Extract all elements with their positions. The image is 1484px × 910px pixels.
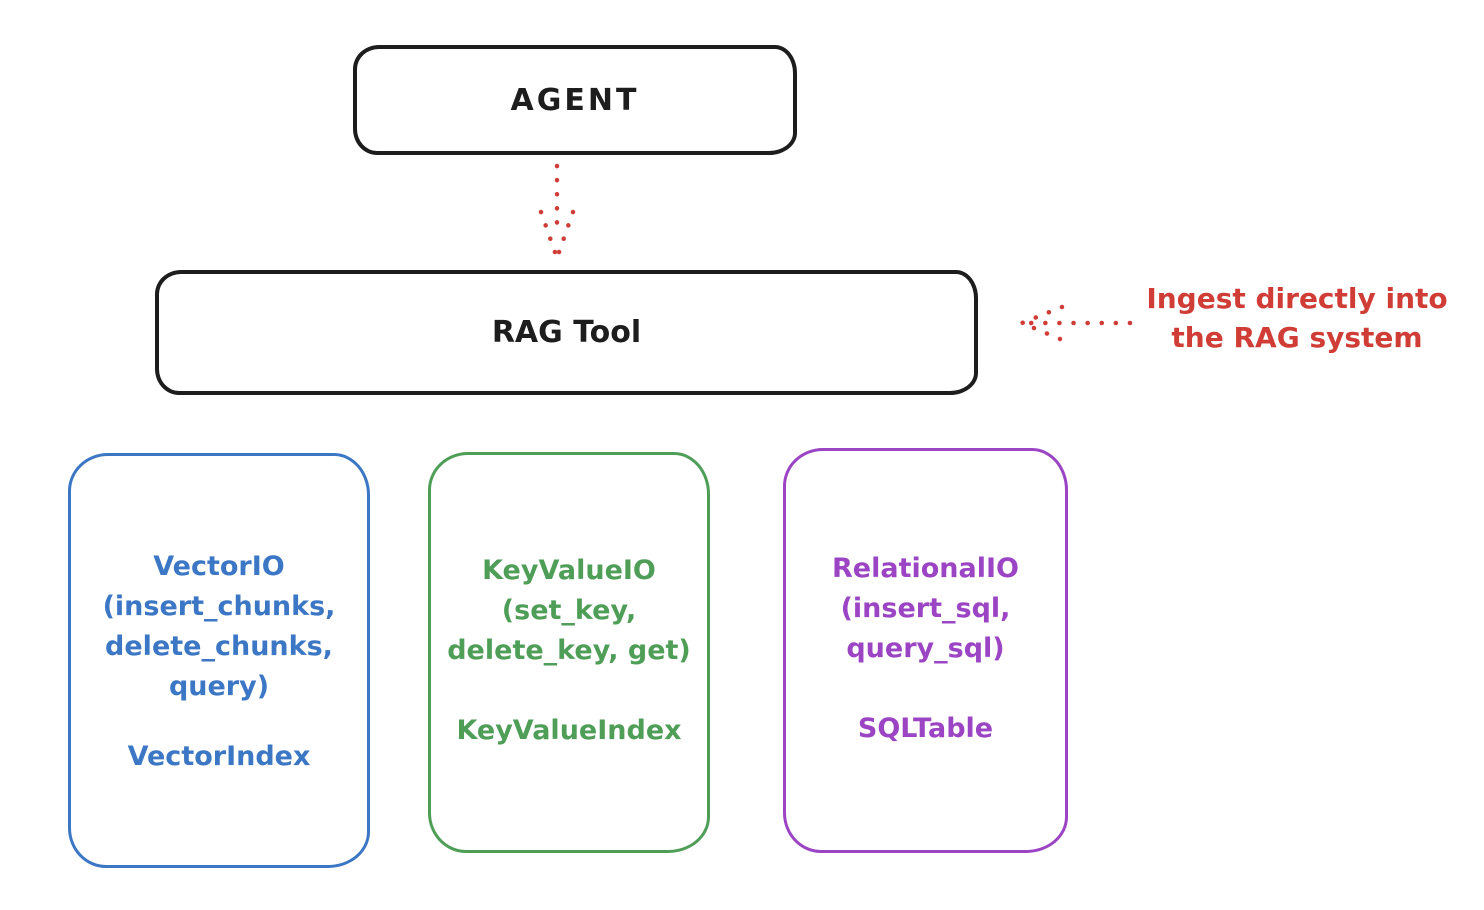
card-text-line: query) <box>168 671 270 702</box>
card-text-line: (insert_sql, <box>840 593 1011 624</box>
dotted-arrow-left-icon <box>1019 304 1133 342</box>
card-text-line: delete_key, get) <box>447 635 691 666</box>
relational-io-card-text: RelationalIO (insert_sql, query_sql) <box>786 549 1065 669</box>
vector-io-card-text: VectorIO (insert_chunks, delete_chunks, … <box>71 547 367 707</box>
sql-table-label: SQLTable <box>857 713 994 744</box>
dotted-arrow-down-icon <box>538 163 576 261</box>
card-text-line: VectorIO <box>153 551 285 582</box>
card-text-line: (insert_chunks, <box>102 591 336 622</box>
card-text-line: KeyValueIO <box>482 555 656 586</box>
card-text-line: delete_chunks, <box>105 631 333 662</box>
ingest-annotation-line2: the RAG system <box>1171 321 1423 354</box>
card-text-line: (set_key, <box>501 595 637 626</box>
rag-tool-node: RAG Tool <box>155 270 978 395</box>
vector-io-card: VectorIO (insert_chunks, delete_chunks, … <box>68 453 370 868</box>
ingest-annotation-line1: Ingest directly into <box>1146 282 1448 315</box>
keyvalue-index-label: KeyValueIndex <box>456 715 682 746</box>
card-text-line: query_sql) <box>846 633 1005 664</box>
rag-tool-node-label: RAG Tool <box>491 315 642 350</box>
agent-node: AGENT <box>353 45 797 155</box>
keyvalue-io-card-text: KeyValueIO (set_key, delete_key, get) <box>431 551 707 671</box>
ingest-annotation: Ingest directly into the RAG system <box>1132 279 1462 357</box>
agent-node-label: AGENT <box>510 82 640 118</box>
card-text-line: RelationalIO <box>832 553 1019 584</box>
keyvalue-io-card: KeyValueIO (set_key, delete_key, get) Ke… <box>428 452 710 853</box>
vector-index-label: VectorIndex <box>127 741 311 772</box>
relational-io-card: RelationalIO (insert_sql, query_sql) SQL… <box>783 448 1068 853</box>
